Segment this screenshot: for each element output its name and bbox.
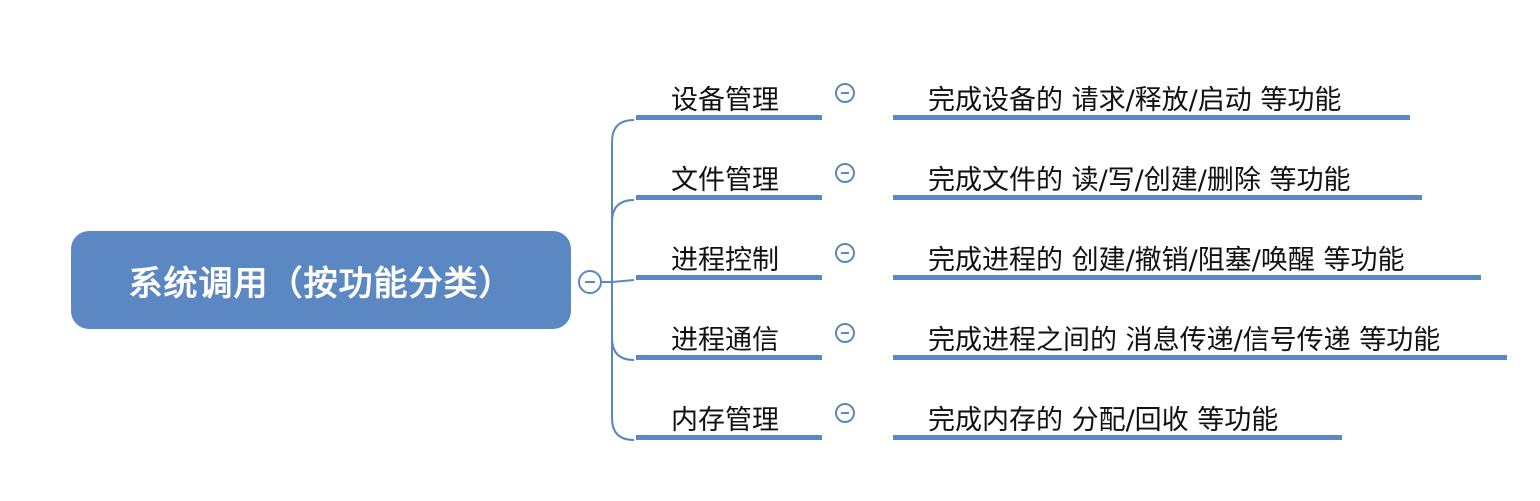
category-label[interactable]: 进程控制 bbox=[671, 245, 779, 276]
collapse-minus-icon[interactable] bbox=[835, 83, 855, 103]
trunk-connector bbox=[611, 119, 635, 441]
trunk-to-branch-3 bbox=[611, 279, 635, 283]
description-label[interactable]: 完成进程之间的 消息传递/信号传递 等功能 bbox=[928, 325, 1441, 356]
branch-process-control: 进程控制 完成进程的 创建/撤销/阻塞/唤醒 等功能 bbox=[0, 238, 1540, 318]
collapse-minus-icon[interactable] bbox=[835, 243, 855, 263]
category-label[interactable]: 内存管理 bbox=[671, 405, 779, 436]
trunk-to-branch-2 bbox=[611, 199, 635, 223]
description-label[interactable]: 完成文件的 读/写/创建/删除 等功能 bbox=[928, 165, 1351, 196]
collapse-minus-icon[interactable] bbox=[835, 403, 855, 423]
category-underline bbox=[636, 115, 822, 120]
collapse-minus-icon[interactable] bbox=[835, 323, 855, 343]
category-underline bbox=[636, 195, 822, 200]
category-underline bbox=[636, 275, 822, 280]
description-underline bbox=[893, 115, 1410, 120]
branch-device-management: 设备管理 完成设备的 请求/释放/启动 等功能 bbox=[0, 78, 1540, 158]
category-underline bbox=[636, 355, 822, 360]
description-label[interactable]: 完成内存的 分配/回收 等功能 bbox=[928, 405, 1279, 436]
description-underline bbox=[893, 195, 1422, 200]
root-label: 系统调用（按功能分类） bbox=[128, 263, 514, 304]
description-label[interactable]: 完成设备的 请求/释放/启动 等功能 bbox=[928, 85, 1342, 116]
trunk-to-branch-4 bbox=[611, 337, 635, 361]
description-underline bbox=[893, 275, 1481, 280]
collapse-minus-icon[interactable] bbox=[835, 163, 855, 183]
branch-file-management: 文件管理 完成文件的 读/写/创建/删除 等功能 bbox=[0, 158, 1540, 238]
category-label[interactable]: 设备管理 bbox=[671, 85, 779, 116]
description-underline bbox=[893, 435, 1342, 440]
root-collapse-minus-icon[interactable] bbox=[578, 270, 602, 294]
category-underline bbox=[636, 435, 822, 440]
category-label[interactable]: 文件管理 bbox=[671, 165, 779, 196]
root-node[interactable]: 系统调用（按功能分类） bbox=[71, 231, 571, 329]
branch-process-communication: 进程通信 完成进程之间的 消息传递/信号传递 等功能 bbox=[0, 318, 1540, 398]
category-label[interactable]: 进程通信 bbox=[671, 325, 779, 356]
branch-memory-management: 内存管理 完成内存的 分配/回收 等功能 bbox=[0, 398, 1540, 478]
description-underline bbox=[893, 355, 1507, 360]
description-label[interactable]: 完成进程的 创建/撤销/阻塞/唤醒 等功能 bbox=[928, 245, 1405, 276]
